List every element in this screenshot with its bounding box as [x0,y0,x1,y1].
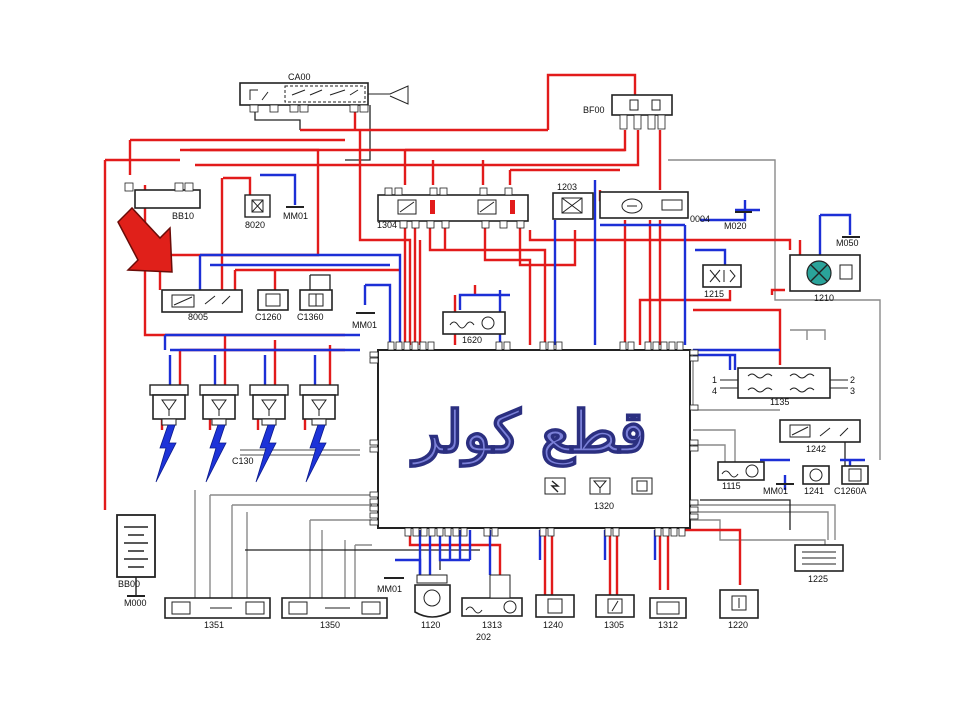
label-bb10: BB10 [172,211,194,221]
component-1304 [377,187,529,229]
label-bb00: BB00 [118,579,140,589]
component-1135 [720,367,848,399]
label-1220: 1220 [728,620,748,630]
label-c1260: C1260 [255,312,282,322]
label-1304: 1304 [377,220,397,230]
ecu-1320-box [369,341,699,537]
component-c1260a [841,465,869,485]
label-1210: 1210 [814,293,834,303]
label-mm01-right: MM01 [763,486,788,496]
label-ca00: CA00 [288,72,311,82]
component-1351 [164,597,271,619]
component-bf00 [611,94,673,130]
blue-wires [163,173,865,575]
label-1215: 1215 [704,289,724,299]
label-0004: 0004 [690,214,710,224]
label-1115: 1115 [722,481,741,491]
label-1350: 1350 [320,620,340,630]
red-arrow-pointer [117,206,173,273]
label-m000: M000 [124,598,147,608]
label-1135-pin-4: 4 [712,386,717,396]
label-1120: 1120 [421,620,440,630]
injector-2 [199,384,239,426]
label-1135-pin-2: 2 [850,375,855,385]
spark-bolt-1 [155,424,177,483]
label-c1360: C1360 [297,312,324,322]
injector-1 [149,384,189,426]
component-1313 [461,574,523,617]
label-1620: 1620 [462,335,482,345]
label-c130: C130 [232,456,254,466]
component-1203 [552,192,594,220]
label-1203: 1203 [557,182,577,192]
label-1225: 1225 [808,574,828,584]
component-1620 [442,311,506,335]
label-8020: 8020 [245,220,265,230]
component-1225 [794,544,844,572]
label-bf00: BF00 [583,105,605,115]
injector-3 [249,384,289,426]
component-1241 [802,465,830,485]
label-1312: 1312 [658,620,678,630]
component-1115 [717,461,765,481]
component-1215 [702,264,742,288]
slide-title: قطع كولر [409,398,647,468]
label-1305: 1305 [604,620,624,630]
component-bb10 [124,182,201,209]
sheet-number: 202 [476,632,491,642]
spark-bolt-4 [305,424,327,483]
component-1312 [649,597,687,619]
component-1240 [535,594,575,618]
component-labels: CA00 BF00 BB10 8020 MM01 1304 1203 0004 … [118,72,867,642]
injector-4 [299,384,339,426]
spark-bolts [155,424,327,483]
label-1135: 1135 [770,397,789,407]
label-1351: 1351 [204,620,224,630]
label-c1260a: C1260A [834,486,867,496]
label-mm01-mid: MM01 [352,320,377,330]
label-1320: 1320 [594,501,614,511]
label-1241: 1241 [804,486,824,496]
component-8005 [161,289,243,313]
injectors-group [149,384,339,426]
label-1242: 1242 [806,444,826,454]
component-ca00 [239,82,409,113]
label-1313: 1313 [482,620,502,630]
label-1240: 1240 [543,620,563,630]
battery-bb00 [116,514,156,597]
label-mm01-bottom: MM01 [377,584,402,594]
component-c1360 [299,289,333,311]
label-8005: 8005 [188,312,208,322]
component-1120 [414,574,451,618]
component-1210 [789,254,861,292]
label-m050: M050 [836,238,859,248]
component-8020 [244,194,271,218]
spark-bolt-2 [205,424,227,483]
spark-bolt-3 [255,424,277,483]
label-1135-pin-1: 1 [712,375,717,385]
component-0004 [599,191,689,219]
component-1242 [779,419,861,443]
component-1350 [281,597,388,619]
component-c1260 [257,289,289,311]
component-1220 [719,589,759,619]
label-1135-pin-3: 3 [850,386,855,396]
label-m020: M020 [724,221,747,231]
gray-wires [194,159,881,600]
label-mm01-top: MM01 [283,211,308,221]
component-1305 [595,594,635,618]
